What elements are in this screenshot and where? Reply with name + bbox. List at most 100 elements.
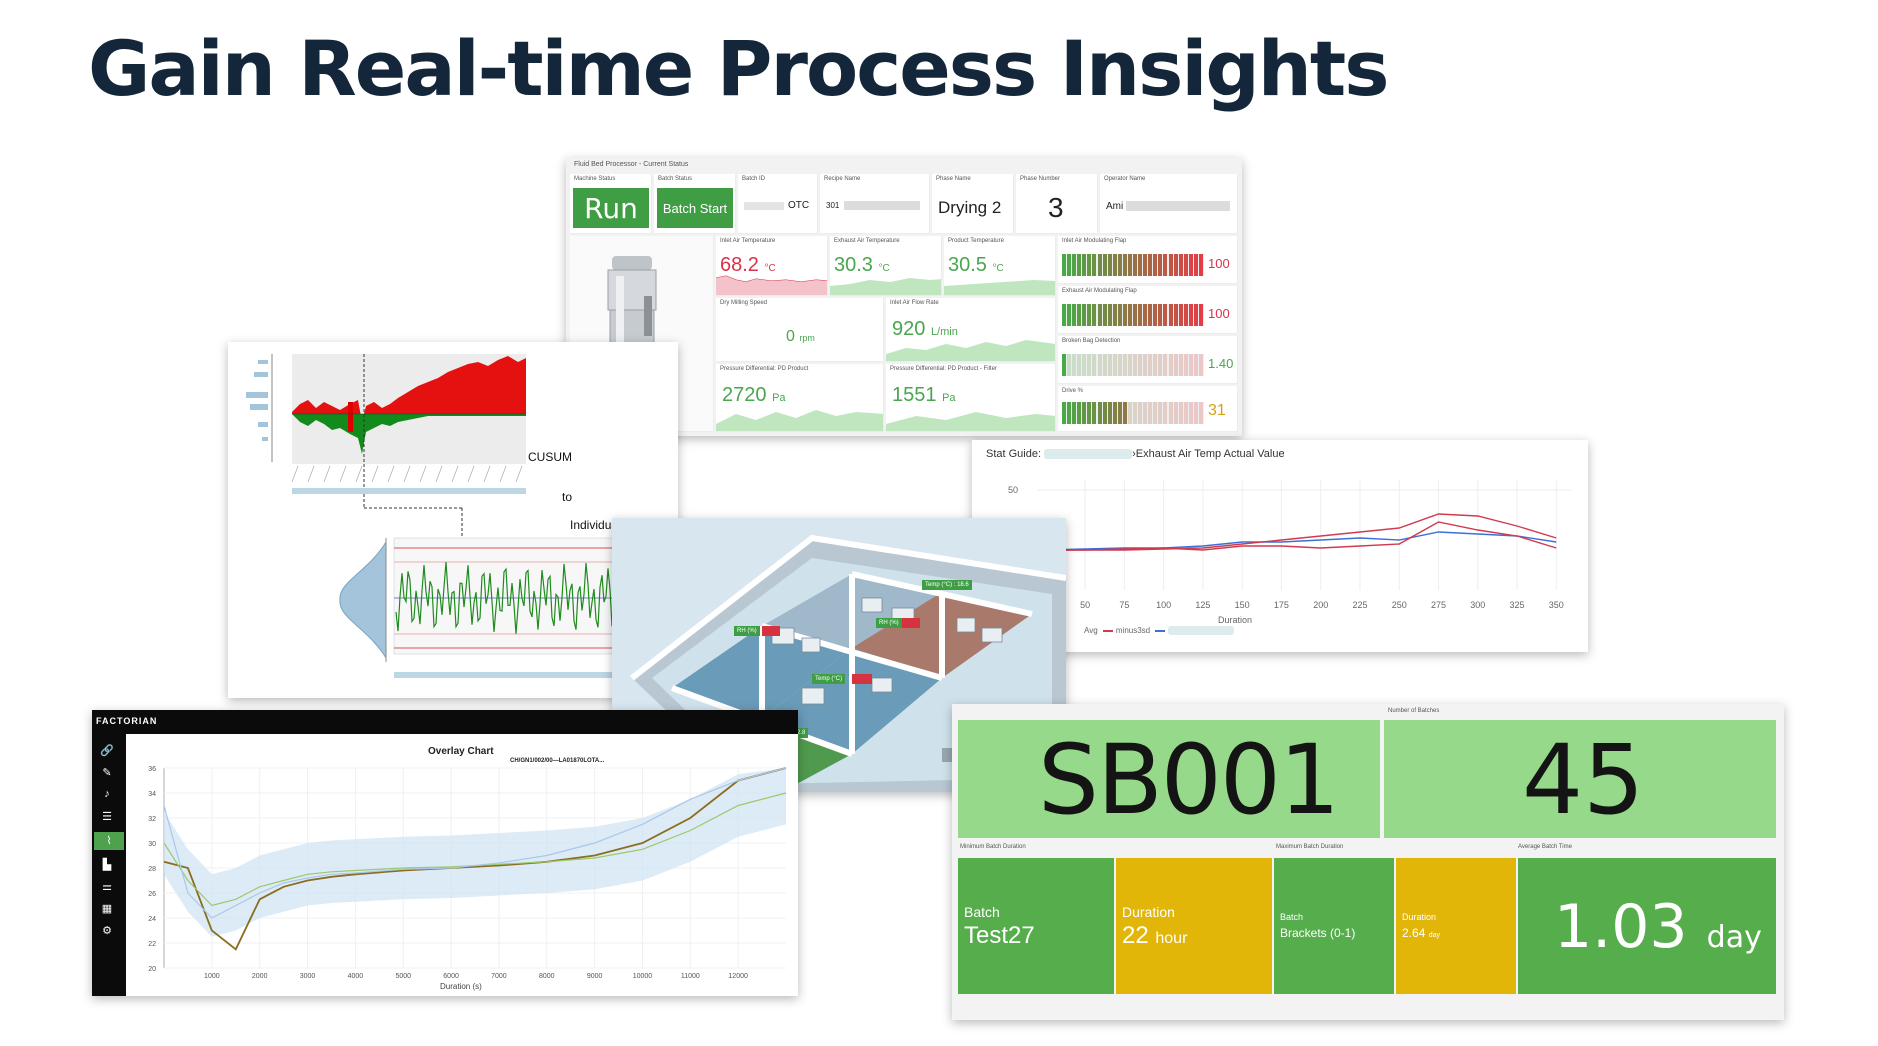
link-icon[interactable]: 🔗 — [100, 745, 114, 757]
cusum-label: CUSUM — [528, 450, 572, 464]
gauge-segment — [1087, 402, 1092, 424]
gauge-segment — [1143, 402, 1148, 424]
gauge-segment — [1097, 304, 1102, 326]
metric-label: Product Temperature — [948, 238, 1004, 244]
gauge-bar — [1062, 402, 1204, 424]
gauge-segment — [1183, 354, 1188, 376]
gauge-segment — [1112, 254, 1117, 276]
operator-name-cell: Operator Name Ami — [1100, 174, 1238, 234]
facility-alert-2 — [902, 618, 920, 628]
stat-guide-suffix: ›Exhaust Air Temp Actual Value — [1132, 448, 1285, 460]
gauge-segment — [1077, 354, 1082, 376]
gauge-segment — [1062, 354, 1067, 376]
x-tick-label: 350 — [1549, 600, 1564, 610]
avg-batch-time-tile: 1.03 day — [1518, 858, 1776, 994]
phase-number-value: 3 — [1048, 192, 1064, 223]
cusum-chart — [246, 354, 629, 678]
recipe-name-cell: Recipe Name 301 — [820, 174, 930, 234]
avg-batch-time-wrap: 1.03 day — [1554, 892, 1762, 962]
redacted-block — [1168, 626, 1235, 636]
list-icon[interactable]: ☰ — [102, 811, 112, 823]
y-tick-label: 32 — [148, 816, 156, 823]
x-tick-label: 12000 — [728, 973, 748, 980]
batch-number-value: SB001 — [1038, 724, 1340, 836]
x-tick-label: 50 — [1080, 600, 1090, 610]
min-batch-duration-unit: hour — [1155, 930, 1188, 947]
metric-unit: °C — [878, 263, 890, 274]
overlay-series-1 — [163, 767, 787, 951]
metric-value-wrap: 0 rpm — [786, 328, 815, 346]
gauge-segment — [1183, 254, 1188, 276]
x-tick-label: 200 — [1313, 600, 1328, 610]
gauge-segment — [1112, 354, 1117, 376]
sliders-icon[interactable]: ⚌ — [102, 881, 112, 893]
gauge-segment — [1122, 402, 1127, 424]
gauge-segment — [1168, 254, 1173, 276]
max-batch-duration-label: Duration — [1402, 912, 1437, 922]
gauge-segment — [1163, 402, 1168, 424]
metric-value-wrap: 68.2 °C — [720, 254, 776, 277]
metric-value-wrap: 920 L/min — [892, 318, 958, 341]
x-tick-label: 125 — [1195, 600, 1210, 610]
gauge-segment — [1072, 304, 1077, 326]
min-batch-duration-value: 22 — [1122, 922, 1149, 949]
gauge-segment — [1178, 304, 1183, 326]
gauge-segment — [1092, 402, 1097, 424]
gear-icon[interactable]: ⚙ — [102, 925, 112, 937]
bell-icon[interactable]: ♪ — [104, 788, 110, 800]
gauge-segment — [1188, 304, 1193, 326]
gauge-segment — [1062, 254, 1067, 276]
max-batch-batch-value: Brackets (0-1) — [1280, 926, 1356, 940]
tag-icon[interactable]: ✎ — [102, 767, 112, 779]
gauge-segment — [1072, 354, 1077, 376]
avg-batch-time-value: 1.03 — [1554, 892, 1688, 962]
avg-batch-time-label: Average Batch Time — [1518, 844, 1572, 850]
gauge-segment — [1097, 402, 1102, 424]
gauge-segment — [1158, 304, 1163, 326]
metric-unit: Pa — [772, 392, 786, 404]
metric-label: Pressure Differential: PD Product - Filt… — [890, 366, 997, 372]
metric-sparkline — [886, 340, 1055, 361]
gauge-segment — [1067, 354, 1072, 376]
metric-unit: L/min — [930, 326, 958, 338]
machine-status-label: Machine Status — [574, 176, 616, 182]
gauge-segment — [1153, 304, 1158, 326]
facility-tag-1: Temp (°C) : 18.6 — [922, 580, 972, 590]
x-tick-label: 250 — [1392, 600, 1407, 610]
facility-alert-1 — [762, 626, 780, 636]
gauge-segment — [1097, 354, 1102, 376]
trend-icon[interactable]: ⌇ — [94, 832, 124, 850]
gauge-segment — [1067, 254, 1072, 276]
metric-value-wrap: 30.5 °C — [948, 254, 1004, 277]
gauge-segment — [1067, 402, 1072, 424]
gauge-segment — [1077, 254, 1082, 276]
gauge-segment — [1082, 402, 1087, 424]
max-batch-label: Maximum Batch Duration — [1276, 844, 1344, 850]
number-of-batches-tile: Number of Batches 45 — [1384, 708, 1776, 838]
redacted-block — [1126, 201, 1230, 211]
bar-icon[interactable]: ▙ — [102, 859, 112, 871]
metric-label: Pressure Differential: PD Product — [720, 366, 809, 372]
x-tick-label: 6000 — [443, 973, 459, 980]
gauge-segment — [1082, 254, 1087, 276]
x-tick-label: 5000 — [395, 973, 411, 980]
gauge-segment — [1153, 354, 1158, 376]
grid-icon[interactable]: ▦ — [101, 903, 113, 915]
gauge-segment — [1112, 304, 1117, 326]
batch-id-cell: Batch ID OTC — [738, 174, 818, 234]
gauge-segment — [1127, 354, 1132, 376]
cusum-plot — [291, 354, 526, 548]
gauge-segment — [1122, 254, 1127, 276]
recipe-name-label: Recipe Name — [824, 176, 861, 182]
gauge-segment — [1148, 254, 1153, 276]
gauge-segment — [1107, 304, 1112, 326]
x-tick-label: 11000 — [681, 973, 700, 980]
gauge-segment — [1168, 304, 1173, 326]
gauge-segment — [1143, 304, 1148, 326]
legend-swatch-minus3sd — [1102, 629, 1113, 632]
gauge-label: Drive % — [1062, 388, 1084, 394]
phase-name-value: Drying 2 — [938, 198, 1002, 217]
metric-label: Exhaust Air Temperature — [834, 238, 900, 244]
metric-exhaust-air-temp: Exhaust Air Temperature 30.3 °C — [830, 236, 942, 296]
